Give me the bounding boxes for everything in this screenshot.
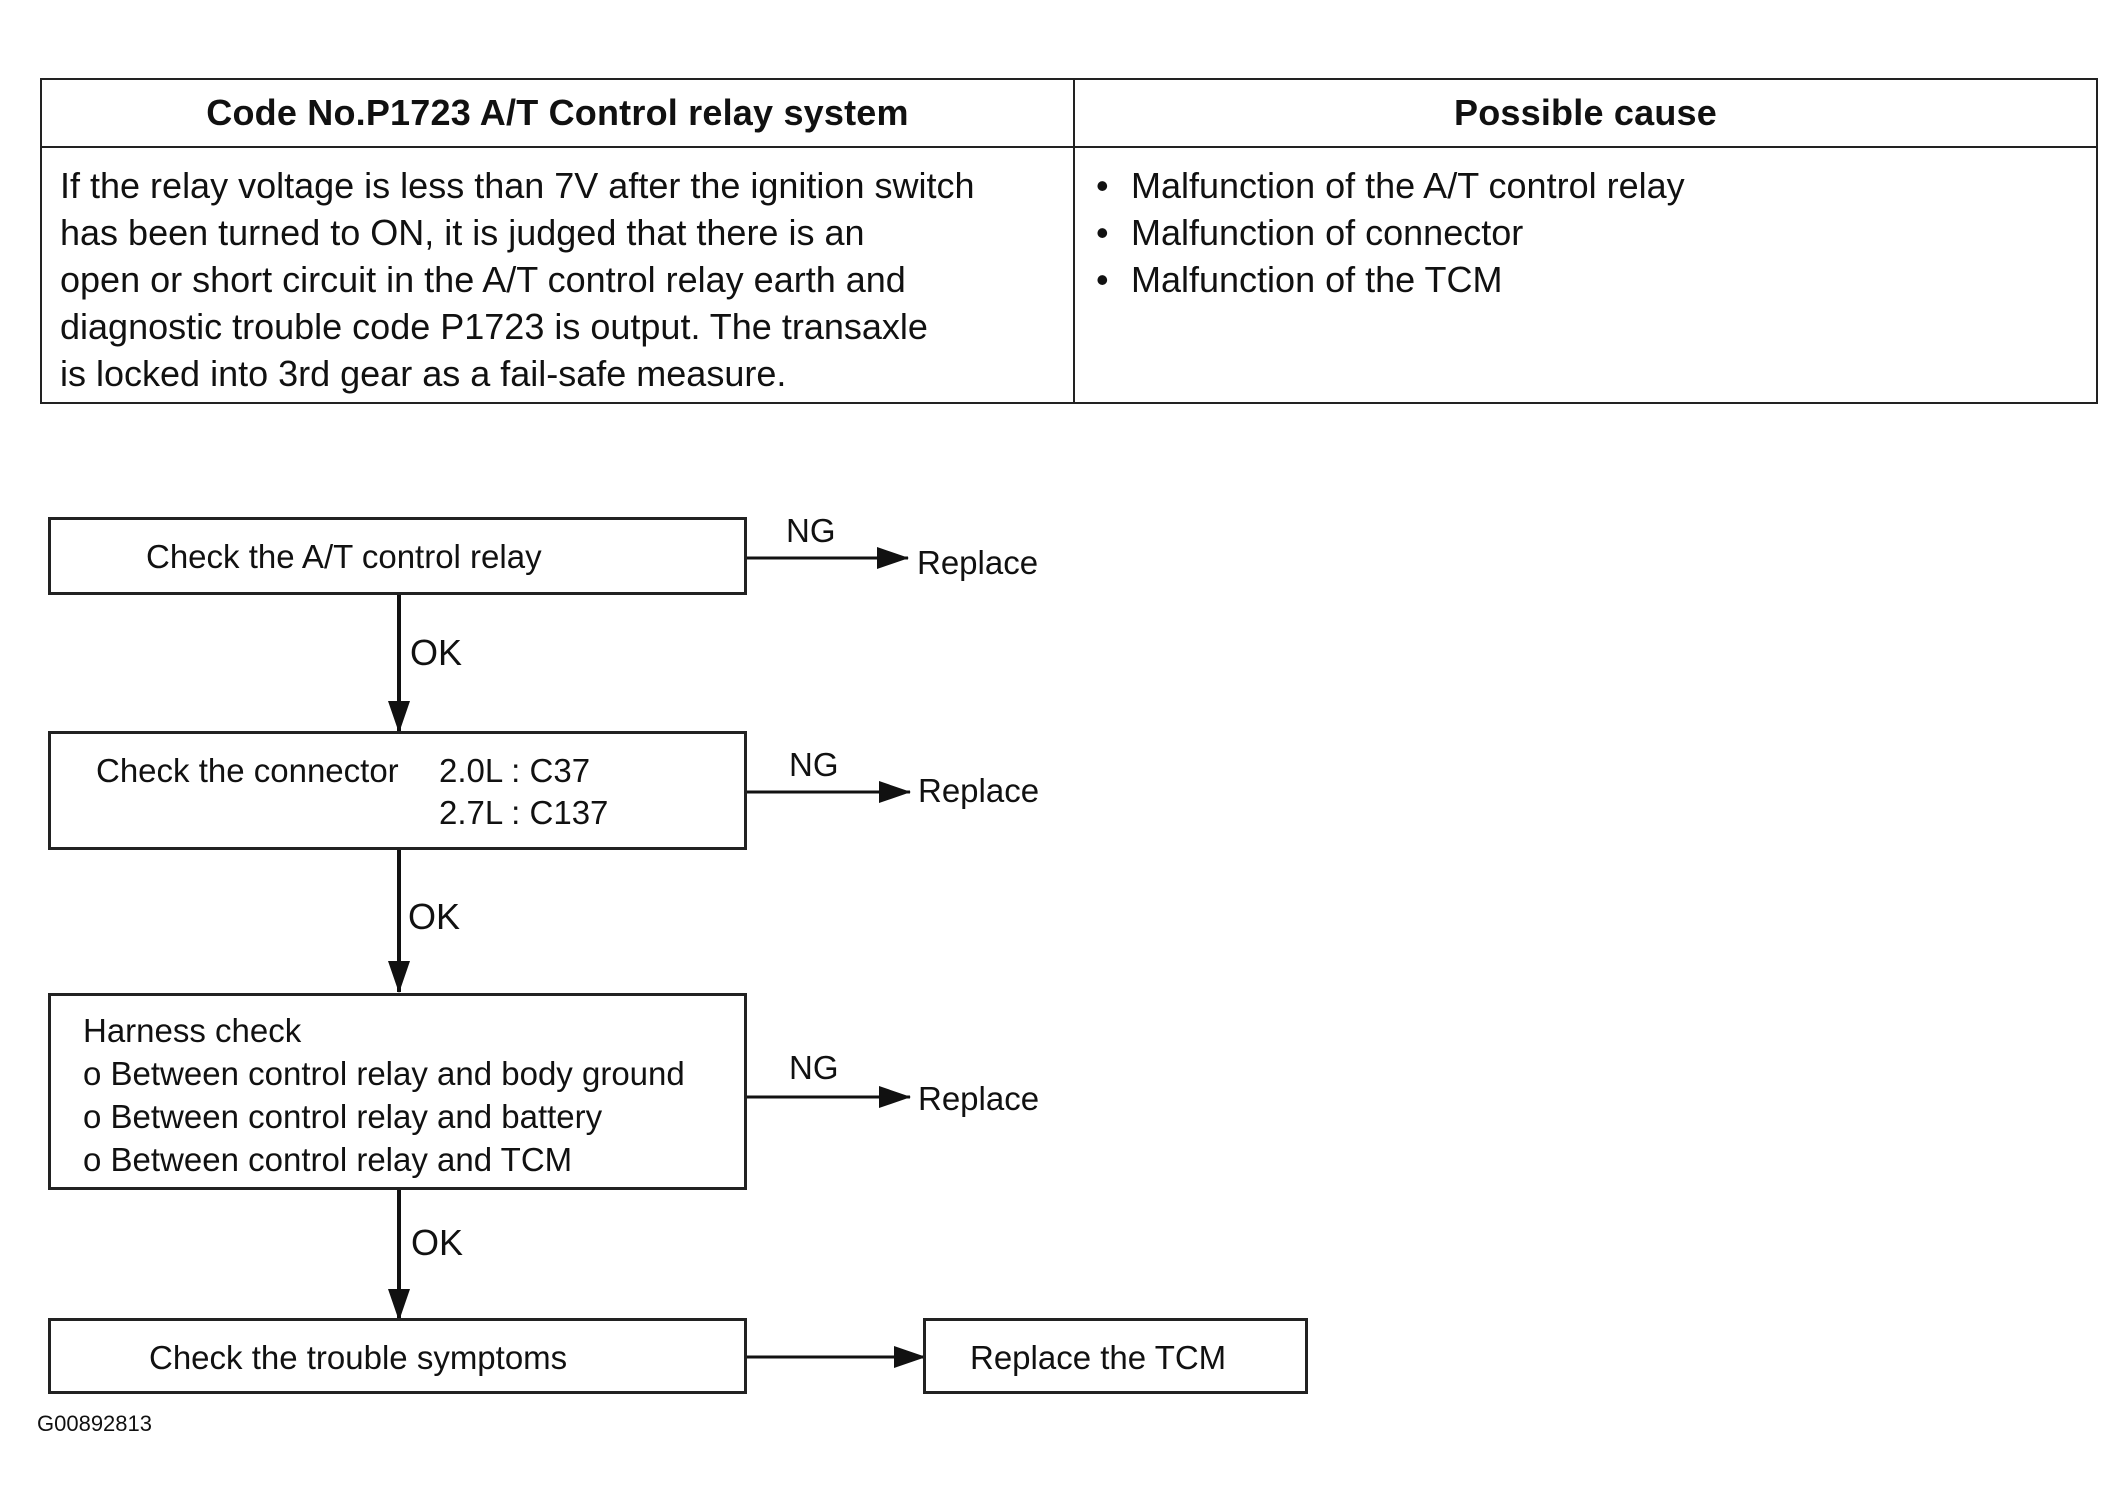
description-line: diagnostic trouble code P1723 is output.… — [60, 306, 928, 347]
description-line: open or short circuit in the A/T control… — [60, 259, 906, 300]
code-header: Code No.P1723 A/T Control relay system — [42, 80, 1073, 148]
cause-header: Possible cause — [1075, 80, 2096, 148]
code-description: If the relay voltage is less than 7V aft… — [42, 148, 1073, 397]
replace-label-2: Replace — [918, 772, 1040, 809]
replace-label-1: Replace — [917, 544, 1039, 581]
replace-label-3: Replace — [918, 1080, 1040, 1117]
step-check-connector: Check the connector 2.0L : C37 2.7L : C1… — [48, 731, 747, 850]
description-line: is locked into 3rd gear as a fail-safe m… — [60, 353, 787, 394]
connector-spec-2-0l: 2.0L : C37 — [439, 752, 591, 789]
figure-id: G00892813 — [37, 1411, 152, 1436]
harness-check-item: o Between control relay and body ground — [83, 1055, 685, 1092]
cause-column: Possible cause Malfunction of the A/T co… — [1075, 80, 2096, 402]
diagnostic-table: Code No.P1723 A/T Control relay system I… — [40, 78, 2098, 404]
step-check-symptoms: Check the trouble symptoms — [48, 1318, 747, 1394]
description-line: If the relay voltage is less than 7V aft… — [60, 165, 975, 206]
ok-label-1: OK — [410, 632, 463, 673]
step-check-symptoms-label: Check the trouble symptoms — [149, 1339, 568, 1376]
code-column: Code No.P1723 A/T Control relay system I… — [42, 80, 1075, 402]
step-harness-check: Harness check o Between control relay an… — [48, 993, 747, 1190]
cause-item: Malfunction of the A/T control relay — [1096, 162, 2096, 209]
step-check-relay: Check the A/T control relay — [48, 517, 747, 595]
cause-item: Malfunction of the TCM — [1096, 256, 2096, 303]
ng-label-2: NG — [789, 746, 839, 783]
cause-list: Malfunction of the A/T control relay Mal… — [1075, 148, 2096, 303]
connector-spec-2-7l: 2.7L : C137 — [439, 794, 609, 831]
ok-label-3: OK — [411, 1222, 464, 1263]
final-replace-tcm-label: Replace the TCM — [970, 1339, 1227, 1376]
step-check-relay-label: Check the A/T control relay — [146, 538, 542, 575]
description-line: has been turned to ON, it is judged that… — [60, 212, 865, 253]
cause-item: Malfunction of connector — [1096, 209, 2096, 256]
step-check-connector-label: Check the connector — [96, 752, 399, 789]
ng-label-3: NG — [789, 1049, 839, 1086]
harness-check-item: o Between control relay and battery — [83, 1098, 603, 1135]
harness-check-item: o Between control relay and TCM — [83, 1141, 573, 1178]
harness-check-title: Harness check — [83, 1012, 302, 1049]
final-replace-tcm: Replace the TCM — [923, 1318, 1308, 1394]
ok-label-2: OK — [408, 896, 461, 937]
ng-label-1: NG — [786, 512, 836, 549]
